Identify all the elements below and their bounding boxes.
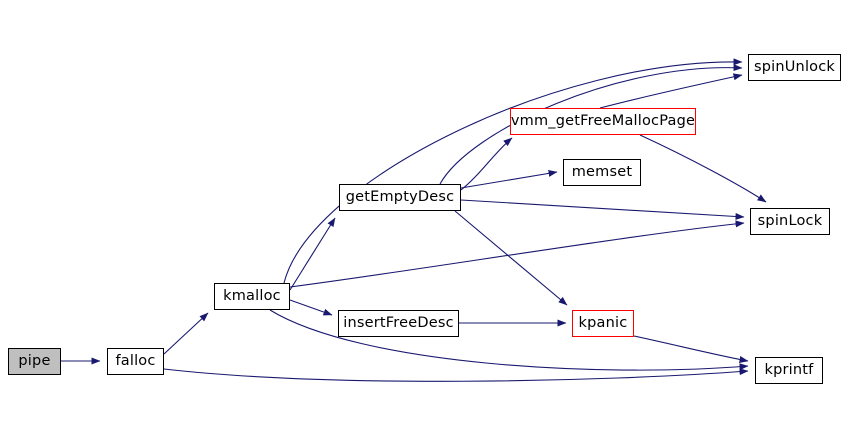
node-spinUnlock[interactable]: spinUnlock xyxy=(748,54,841,81)
edge-kmalloc-to-kprintf xyxy=(269,309,749,371)
node-kpanic[interactable]: kpanic xyxy=(572,310,634,337)
edge-kmalloc-to-insertFreeDesc xyxy=(289,299,333,316)
node-memset[interactable]: memset xyxy=(563,159,641,186)
edge-getEmptyDesc-to-vmmPage xyxy=(460,137,513,191)
node-insertFreeDesc[interactable]: insertFreeDesc xyxy=(338,310,459,337)
node-label-pipe: pipe xyxy=(18,353,51,370)
node-label-falloc: falloc xyxy=(115,353,156,370)
node-label-kprintf: kprintf xyxy=(764,362,814,379)
edge-kmalloc-to-getEmptyDesc xyxy=(289,217,336,291)
node-label-kpanic: kpanic xyxy=(578,315,628,332)
node-label-insertFreeDesc: insertFreeDesc xyxy=(343,315,454,332)
node-kmalloc[interactable]: kmalloc xyxy=(214,283,290,310)
edge-vmmPage-to-spinLock xyxy=(639,134,767,203)
node-kprintf[interactable]: kprintf xyxy=(755,357,823,384)
node-vmmPage[interactable]: vmm_getFreeMallocPage xyxy=(510,108,696,135)
edge-falloc-to-kprintf xyxy=(163,368,749,382)
edge-falloc-to-kmalloc xyxy=(163,312,209,355)
node-spinLock[interactable]: spinLock xyxy=(750,208,830,235)
node-label-vmmPage: vmm_getFreeMallocPage xyxy=(510,113,696,130)
node-label-getEmptyDesc: getEmptyDesc xyxy=(345,189,455,206)
node-label-kmalloc: kmalloc xyxy=(223,288,281,305)
edge-getEmptyDesc-to-memset xyxy=(460,169,558,189)
node-label-spinLock: spinLock xyxy=(757,213,823,230)
edge-vmmPage-to-spinUnlock xyxy=(599,73,743,109)
edge-kpanic-to-kprintf xyxy=(633,335,749,363)
node-label-memset: memset xyxy=(571,164,633,181)
edge-getEmptyDesc-to-kpanic xyxy=(454,210,568,306)
edge-getEmptyDesc-to-spinUnlock xyxy=(439,64,743,185)
node-getEmptyDesc[interactable]: getEmptyDesc xyxy=(339,184,461,211)
edge-kmalloc-to-spinUnlock xyxy=(283,58,743,284)
node-label-spinUnlock: spinUnlock xyxy=(753,59,836,76)
edge-kmalloc-to-spinLock xyxy=(289,220,745,288)
node-falloc[interactable]: falloc xyxy=(107,348,164,375)
node-pipe[interactable]: pipe xyxy=(8,348,61,375)
edge-getEmptyDesc-to-spinLock xyxy=(460,199,745,220)
